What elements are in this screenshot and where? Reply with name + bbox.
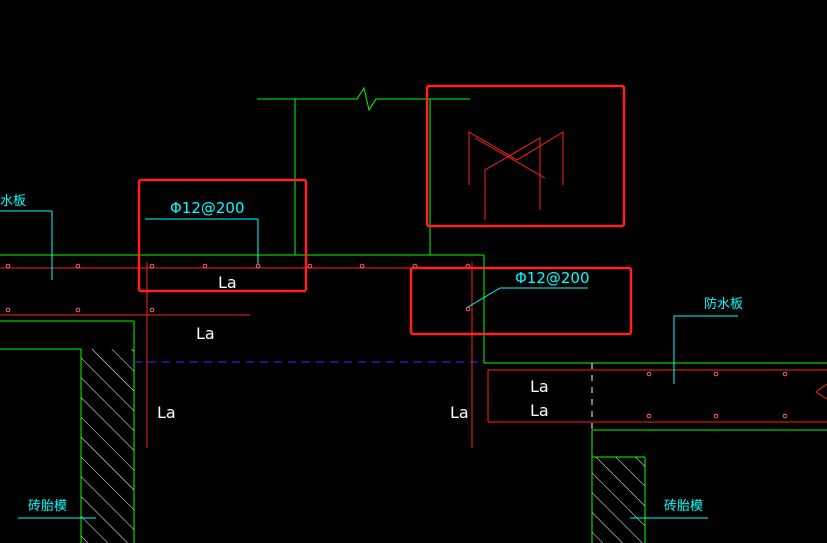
- highlight-box-right-rebar: [409, 266, 633, 336]
- highlight-boxes: [137, 84, 633, 336]
- leader-lines: [0, 210, 738, 519]
- highlight-box-left-rebar: [137, 178, 308, 293]
- highlight-box-detail: [425, 84, 626, 228]
- arrow-mark: [815, 383, 827, 400]
- brick-label-right: 砖胎模: [664, 499, 703, 514]
- la-label-4: La: [450, 403, 469, 422]
- la-label-1: La: [218, 273, 237, 292]
- board-label-right: 防水板: [704, 296, 743, 312]
- break-line: [257, 86, 470, 255]
- la-label-6: La: [530, 401, 549, 420]
- rebar-spec-left: Φ12@200: [170, 199, 245, 217]
- brick-mould-right: [592, 457, 645, 543]
- board-label-left: 水板: [0, 194, 26, 209]
- la-label-3: La: [157, 403, 176, 422]
- brick-mould-left: [81, 349, 134, 543]
- brick-label-left: 砖胎模: [28, 499, 67, 514]
- rebar-spec-right: Φ12@200: [515, 269, 590, 287]
- la-label-2: La: [196, 324, 215, 343]
- rebar-dots: [5, 263, 788, 419]
- la-label-5: La: [530, 377, 549, 396]
